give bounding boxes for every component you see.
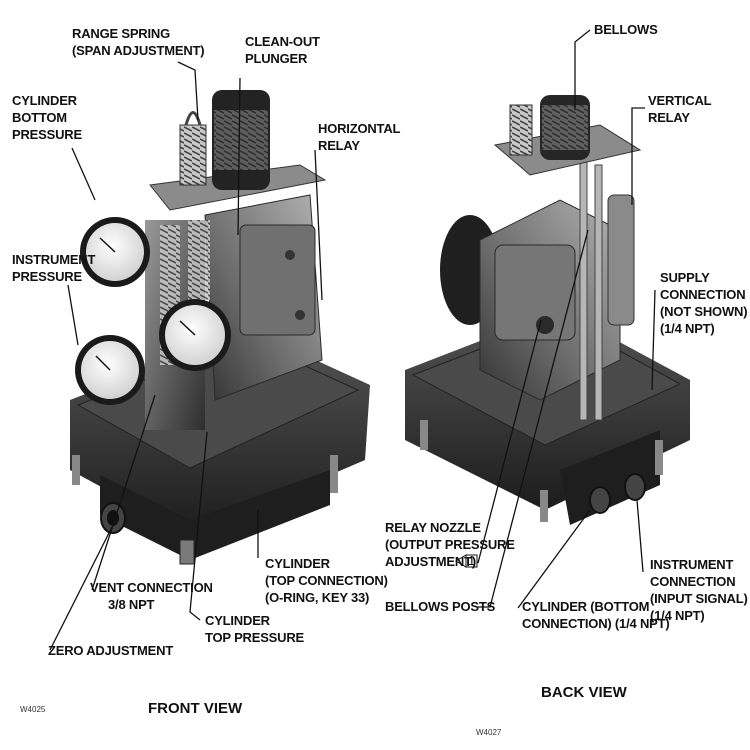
front-view-code: W4025 <box>20 705 46 714</box>
leader-relay-nozzle <box>477 319 542 564</box>
leader-lines <box>49 29 656 651</box>
label-cylinder-top-pressure: CYLINDER TOP PRESSURE <box>205 613 305 645</box>
label-instrument-pressure: INSTRUMENT PRESSURE <box>12 252 99 284</box>
front-leg-2 <box>330 455 338 493</box>
back-view-labels: BELLOWS VERTICAL RELAY SUPPLY CONNECTION… <box>385 22 750 737</box>
bellows-post-1 <box>579 159 588 421</box>
instrument-port <box>624 473 646 501</box>
leader-cyl-bottom-conn <box>517 509 591 609</box>
bellows-post-2 <box>594 164 603 421</box>
clean-out-plunger-ribs <box>214 110 268 170</box>
instrument-gauge <box>75 335 145 405</box>
label-range-spring: RANGE SPRING (SPAN ADJUSTMENT) <box>72 26 204 58</box>
label-cylinder-bottom-connection: CYLINDER (BOTTOM CONNECTION) (1/4 NPT) <box>522 599 669 631</box>
leader-vertical-relay <box>631 107 645 205</box>
relay-screw-2 <box>295 310 305 320</box>
back-view-caption: BACK VIEW <box>541 684 628 701</box>
cylinder-bottom-gauge <box>80 217 150 287</box>
back-leg-2 <box>655 440 663 475</box>
front-view-caption: FRONT VIEW <box>148 700 243 717</box>
bellows-ribs <box>542 105 588 150</box>
leader-bellows-posts <box>478 229 589 608</box>
leader-cyl-top-pressure <box>189 431 208 621</box>
zero-adjust-screw <box>179 539 195 565</box>
leader-bellows <box>574 29 591 110</box>
front-leg-1 <box>72 455 80 485</box>
relay-screw <box>285 250 295 260</box>
leader-instrument-pressure <box>67 284 79 346</box>
back-lower-block <box>560 430 660 525</box>
leader-clean-out <box>237 77 241 236</box>
leader-cyl-bottom <box>71 147 96 201</box>
back-spring <box>509 104 533 156</box>
label-clean-out-plunger: CLEAN-OUT PLUNGER <box>245 34 323 66</box>
range-spring-coil <box>179 124 207 186</box>
leader-range-spring <box>177 61 199 121</box>
front-view-illustration <box>70 90 370 565</box>
label-horizontal-relay: HORIZONTAL RELAY <box>318 121 403 153</box>
range-spring-hook <box>184 111 202 126</box>
leader-vent <box>91 394 156 591</box>
label-zero-adjustment: ZERO ADJUSTMENT <box>48 643 173 658</box>
horizontal-relay-block <box>239 224 316 336</box>
label-vertical-relay: VERTICAL RELAY <box>648 93 715 125</box>
back-view-code: W4027 <box>476 728 502 737</box>
front-view-labels: RANGE SPRING (SPAN ADJUSTMENT) CLEAN-OUT… <box>12 26 403 717</box>
label-supply-connection: SUPPLY CONNECTION (NOT SHOWN) (1/4 NPT) <box>660 270 750 336</box>
label-instrument-connection: INSTRUMENT CONNECTION (INPUT SIGNAL) (1/… <box>650 557 750 623</box>
back-view-illustration <box>405 95 690 525</box>
cyl-bottom-port <box>589 486 611 514</box>
note-marker-1: 1 <box>455 553 478 568</box>
label-cylinder-top-connection: CYLINDER (TOP CONNECTION) (O-RING, KEY 3… <box>265 556 391 605</box>
leader-zero-adjust <box>49 526 113 651</box>
lower-spring-2 <box>188 220 210 300</box>
vertical-relay-column <box>607 194 635 326</box>
front-lower-block <box>100 470 330 560</box>
label-relay-nozzle: RELAY NOZZLE (OUTPUT PRESSURE ADJUSTMENT… <box>385 520 518 569</box>
cylinder-top-gauge <box>159 299 231 371</box>
label-bellows: BELLOWS <box>594 22 658 37</box>
leader-supply <box>651 289 656 391</box>
note-marker-number: 1 <box>468 553 475 568</box>
leader-instrument-conn <box>636 499 644 573</box>
back-leg-1 <box>420 420 428 450</box>
leader-horizontal-relay <box>314 149 323 301</box>
label-vent-connection: VENT CONNECTION 3/8 NPT <box>90 580 216 612</box>
label-cylinder-bottom-pressure: CYLINDER BOTTOM PRESSURE <box>12 93 82 142</box>
back-leg-3 <box>540 490 548 522</box>
label-bellows-posts: BELLOWS POSTS <box>385 599 496 614</box>
back-relay-block <box>494 244 576 341</box>
